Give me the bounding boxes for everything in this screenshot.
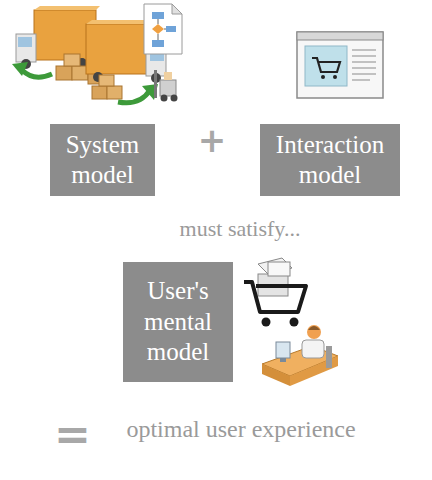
browser-window-icon: [333, 75, 337, 79]
box-label: System model: [58, 130, 147, 191]
truck-icon: [86, 24, 148, 74]
person-at-desk-icon: [262, 364, 290, 386]
truck-icon: [18, 37, 32, 47]
green-arrow: [22, 70, 52, 77]
person-at-desk-icon: [302, 340, 324, 358]
flowchart-document: [144, 4, 182, 54]
person-at-desk-icon: [307, 325, 321, 339]
package-boxes: [92, 75, 122, 99]
person-at-desk-icon: [308, 326, 320, 330]
flowchart-document: [152, 40, 164, 47]
forklift-icon: [161, 95, 168, 102]
package-boxes: [64, 54, 80, 66]
model-box: Interaction model: [260, 124, 400, 196]
forklift-icon: [171, 95, 178, 102]
green-arrow: [118, 90, 150, 103]
shopping-cart-icon: [290, 318, 299, 327]
browser-window-icon: [297, 32, 383, 98]
annotation-text: +: [196, 120, 228, 160]
truck-icon: [16, 34, 36, 62]
green-arrow: [12, 62, 28, 76]
package-boxes: [107, 86, 122, 99]
forklift-icon: [164, 72, 172, 80]
flowchart-document: [158, 19, 166, 40]
shopping-cart-icon: [244, 282, 306, 312]
box-label: Interaction model: [268, 130, 392, 191]
model-box: System model: [50, 124, 155, 196]
flowchart-document: [152, 12, 164, 19]
flowchart-document: [166, 26, 176, 32]
annotation-text: =: [54, 408, 90, 459]
browser-window-icon: [297, 32, 383, 98]
forklift-icon: [154, 70, 178, 102]
model-box: User's mental model: [123, 262, 233, 382]
green-arrow: [12, 62, 52, 77]
flowchart-document: [172, 4, 182, 14]
browser-window-icon: [321, 75, 325, 79]
package-boxes: [92, 86, 107, 99]
truck-icon: [34, 6, 100, 10]
box-label: User's mental model: [131, 276, 225, 368]
forklift-icon: [160, 80, 176, 96]
browser-window-icon: [297, 32, 383, 40]
truck-icon: [86, 20, 152, 24]
annotation-text: optimal user experience: [96, 416, 386, 443]
shopping-cart-icon: [268, 262, 290, 276]
browser-window-icon: [305, 46, 347, 86]
forklift-icon: [154, 70, 157, 98]
person-at-desk-icon: [262, 325, 338, 386]
person-at-desk-icon: [276, 342, 290, 358]
green-arrow: [118, 84, 158, 103]
shopping-cart-icon: [262, 318, 271, 327]
browser-window-icon: [312, 58, 340, 72]
person-at-desk-icon: [326, 346, 332, 368]
package-boxes: [56, 66, 72, 80]
annotation-text: must satisfy...: [140, 216, 340, 242]
person-at-desk-icon: [280, 358, 286, 362]
flowchart-document: [144, 4, 182, 54]
package-boxes: [99, 75, 114, 86]
browser-window-icon: [352, 50, 376, 80]
flowchart-document: [152, 24, 164, 34]
shopping-cart-icon: [244, 258, 306, 327]
